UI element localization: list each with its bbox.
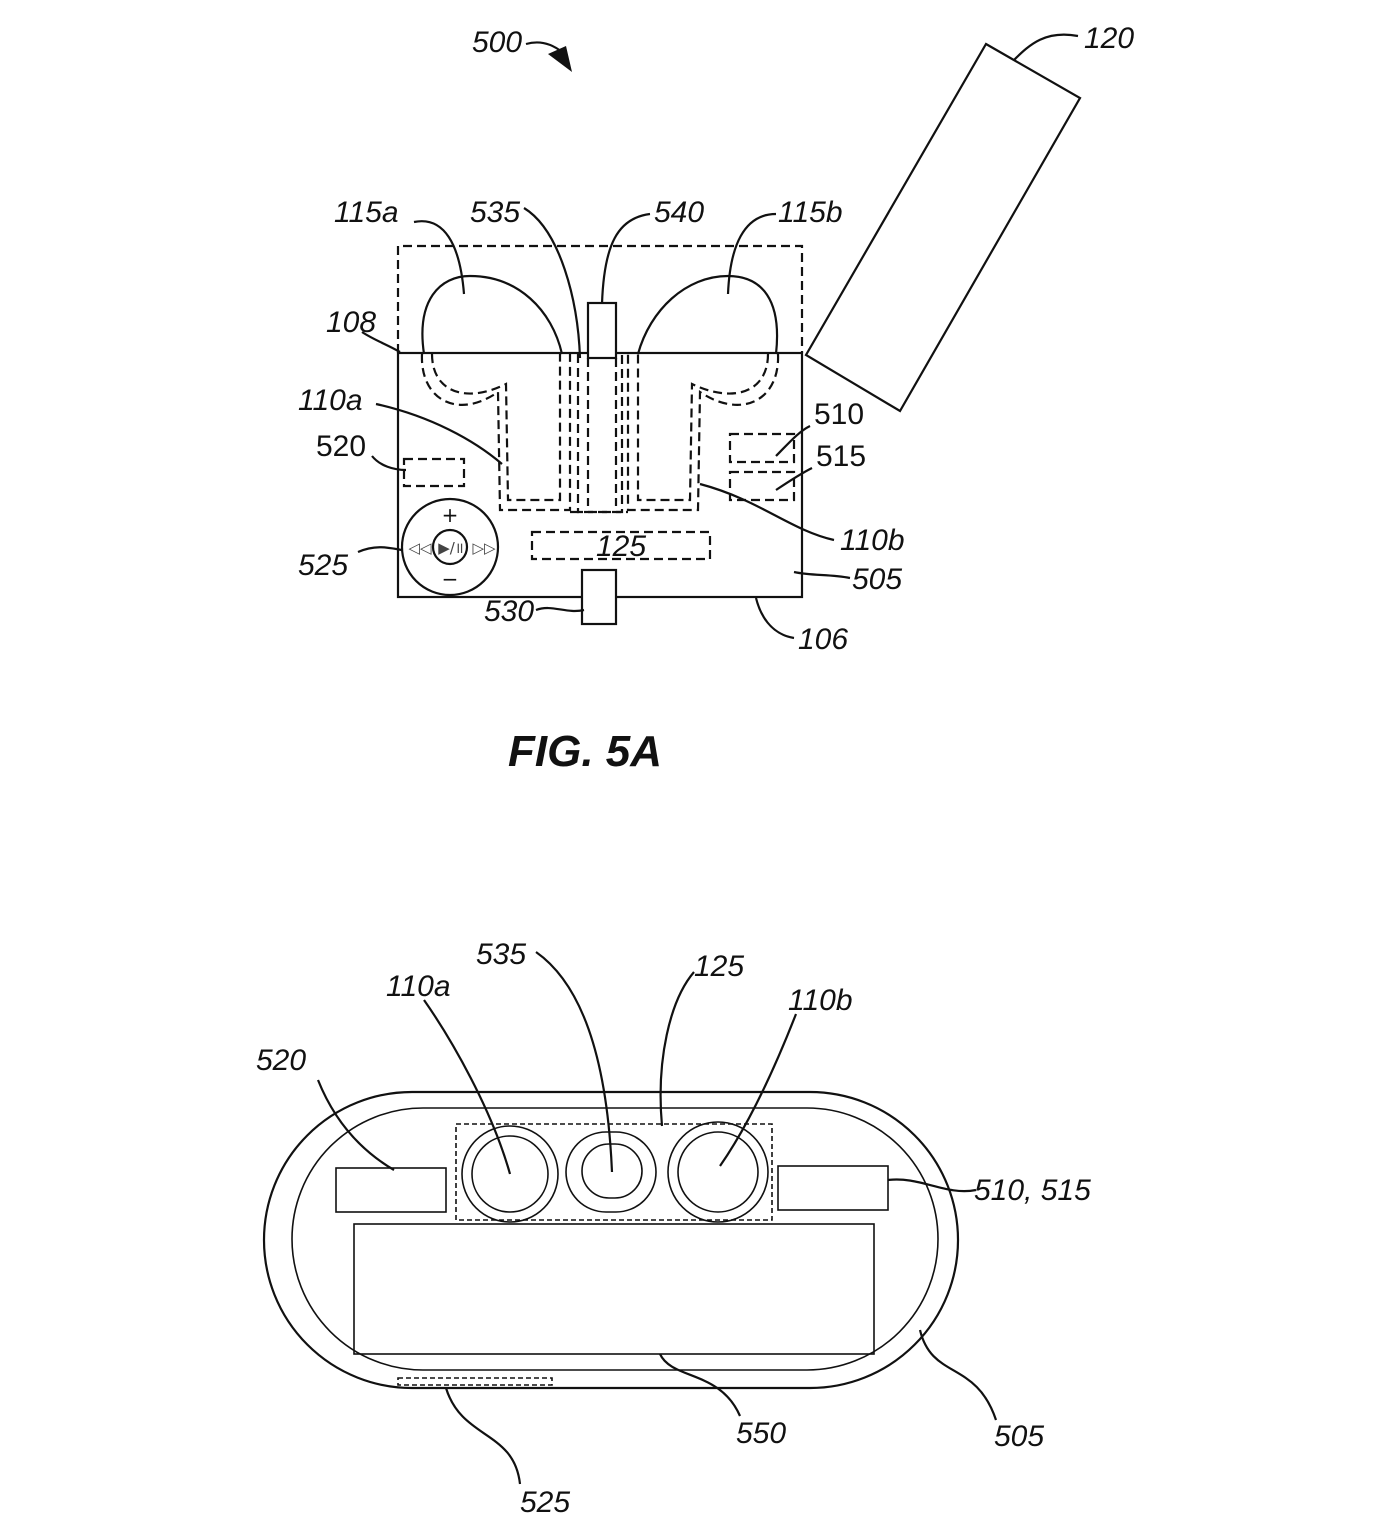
leader-530 — [535, 606, 585, 613]
leader-535 — [523, 207, 582, 359]
case-inner-wall — [291, 1107, 939, 1371]
leader-110a-b — [423, 999, 512, 1175]
leader-510 — [775, 425, 811, 457]
rewind-icon: ◁◁ — [408, 539, 432, 557]
cavity-110a-outer — [420, 353, 572, 512]
label-515: 515 — [816, 440, 866, 473]
board-550 — [353, 1223, 875, 1355]
control-wheel-525 — [400, 497, 500, 597]
volume-down-icon: − — [442, 567, 459, 591]
leader-125-b — [659, 971, 695, 1127]
leader-525 — [357, 546, 403, 554]
label-110a-b: 110a — [386, 970, 451, 1003]
leader-535-b — [535, 951, 614, 1173]
case-outer-505 — [262, 1090, 960, 1390]
label-505-b: 505 — [994, 1420, 1044, 1453]
label-106: 106 — [798, 623, 848, 656]
post-540-hidden — [586, 358, 618, 506]
component-510-515-top — [777, 1165, 889, 1211]
label-525-b: 525 — [520, 1486, 570, 1519]
label-520: 520 — [316, 430, 366, 463]
leader-115b — [726, 212, 777, 295]
leader-515 — [775, 467, 813, 491]
forward-icon: ▷▷ — [472, 539, 496, 557]
component-510 — [728, 432, 796, 464]
lid-outline-dashed — [396, 244, 804, 353]
component-520 — [402, 457, 466, 488]
label-125-b: 125 — [694, 950, 744, 983]
volume-up-icon: + — [442, 503, 459, 527]
component-520-top — [335, 1167, 447, 1213]
control-wheel-center — [431, 528, 469, 566]
label-115a: 115a — [334, 196, 399, 229]
leader-110a — [375, 402, 503, 465]
post-540 — [586, 301, 618, 360]
component-515 — [728, 470, 796, 502]
figure-5b: 535 125 110a 110b 520 510, 515 550 505 5… — [256, 938, 1091, 1519]
leader-505-b — [918, 1329, 998, 1421]
cavity-110a-inner-ring — [471, 1135, 549, 1213]
label-530: 530 — [484, 595, 534, 628]
leader-525-b — [444, 1387, 522, 1485]
label-510: 510 — [814, 398, 864, 431]
leader-540 — [600, 212, 651, 305]
leader-520 — [371, 455, 407, 472]
label-525: 525 — [298, 549, 348, 582]
leader-520-b — [316, 1079, 395, 1171]
label-540: 540 — [654, 196, 704, 229]
label-500: 500 — [472, 26, 522, 59]
label-108: 108 — [326, 306, 376, 339]
cavity-110a-outer-ring — [461, 1125, 559, 1223]
figure-5a: 500 120 + — [298, 22, 1134, 776]
label-110a: 110a — [298, 384, 363, 417]
arrowhead-500 — [548, 46, 572, 72]
channel-535-outer — [565, 1131, 657, 1213]
earbud-115a — [421, 274, 564, 355]
cavity-110b-outer-ring — [667, 1121, 769, 1223]
label-535-b: 535 — [476, 938, 526, 971]
label-110b-b: 110b — [788, 984, 853, 1017]
leader-505 — [793, 570, 851, 580]
leader-510-515-b — [887, 1178, 977, 1193]
label-120: 120 — [1084, 22, 1134, 55]
label-520-b: 520 — [256, 1044, 306, 1077]
channel-535-inner — [581, 1143, 643, 1199]
label-510-515-b: 510, 515 — [974, 1174, 1091, 1207]
battery-125 — [530, 530, 712, 561]
leader-110b-b — [719, 1013, 798, 1167]
label-115b: 115b — [778, 196, 843, 229]
leader-110b — [699, 482, 835, 542]
label-110b: 110b — [840, 524, 905, 557]
cavity-110b-inner-ring — [677, 1131, 759, 1213]
label-535: 535 — [470, 196, 520, 229]
play-pause-icon: ▶/॥ — [438, 539, 464, 557]
label-125: 125 — [596, 530, 646, 563]
control-525-top — [397, 1377, 553, 1386]
leader-550-b — [659, 1353, 742, 1417]
leader-108 — [361, 331, 401, 353]
leader-115a — [413, 220, 466, 295]
figure-caption-5a: FIG. 5A — [508, 727, 662, 776]
leader-120 — [1013, 33, 1079, 61]
earbud-115b — [636, 274, 779, 355]
battery-125-top — [455, 1123, 773, 1221]
center-channel-535 — [576, 354, 624, 514]
cavity-110b-inner — [636, 353, 770, 502]
lid-120 — [804, 42, 1082, 413]
cavity-110b-outer — [626, 353, 780, 512]
label-505: 505 — [852, 563, 902, 596]
connector-530 — [580, 568, 618, 626]
cavity-110a-inner — [430, 353, 562, 502]
leader-106 — [754, 597, 795, 640]
label-550-b: 550 — [736, 1417, 786, 1450]
